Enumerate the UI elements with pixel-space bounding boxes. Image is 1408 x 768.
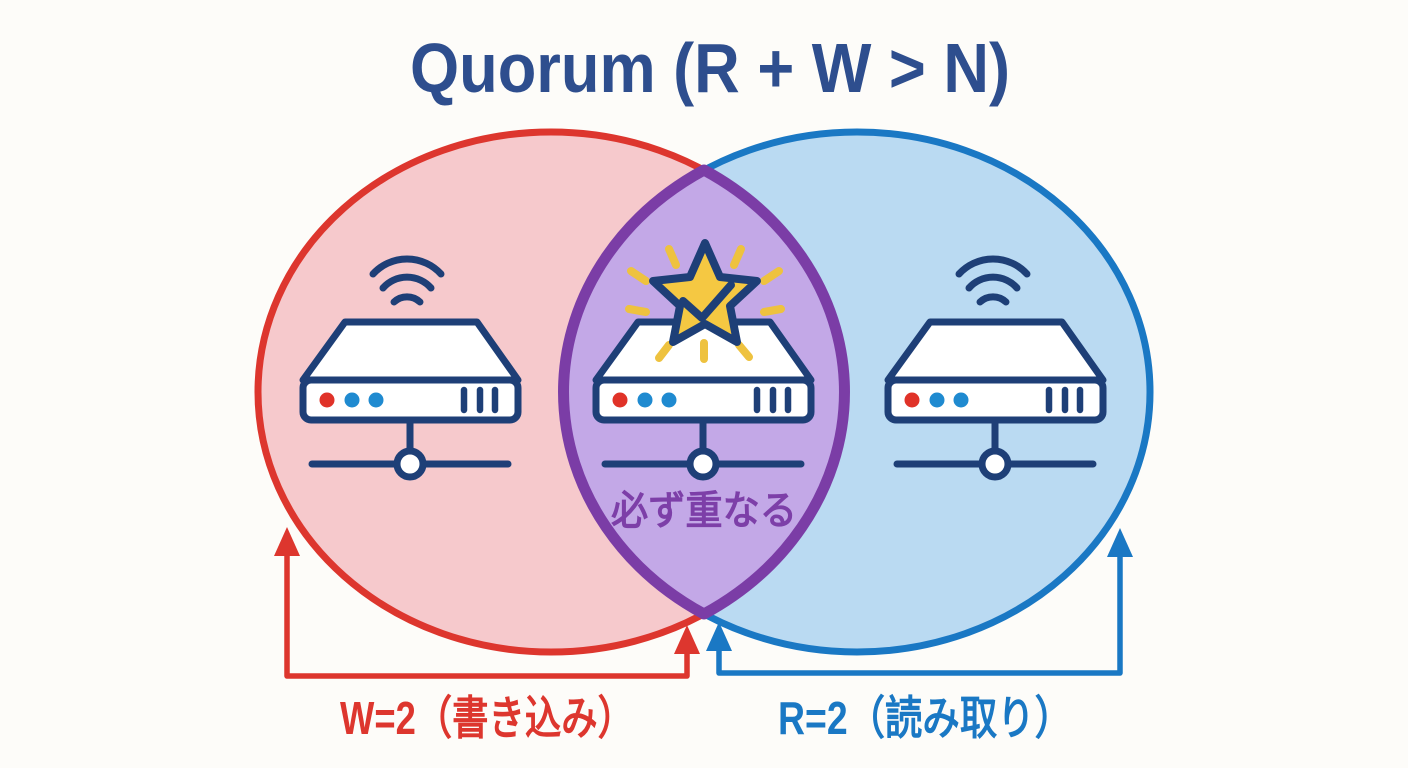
read-label: R=2（読み取り） — [778, 692, 1072, 744]
overlap-label: 必ず重なる — [611, 489, 797, 533]
sparkle-rays-icon — [625, 245, 785, 363]
arrow-up-icon — [1107, 528, 1133, 557]
check-icon — [679, 281, 735, 322]
arrow-up-icon — [674, 625, 700, 654]
read-bracket-arrow — [706, 528, 1133, 676]
diagram-title: Quorum (R + W > N) — [410, 29, 1010, 107]
write-bracket-arrow — [274, 527, 700, 679]
arrow-up-icon — [706, 622, 732, 651]
write-label: W=2（書き込み） — [340, 692, 634, 744]
arrow-up-icon — [274, 527, 300, 556]
star-check-icon — [649, 239, 761, 346]
star-icon — [649, 239, 761, 346]
